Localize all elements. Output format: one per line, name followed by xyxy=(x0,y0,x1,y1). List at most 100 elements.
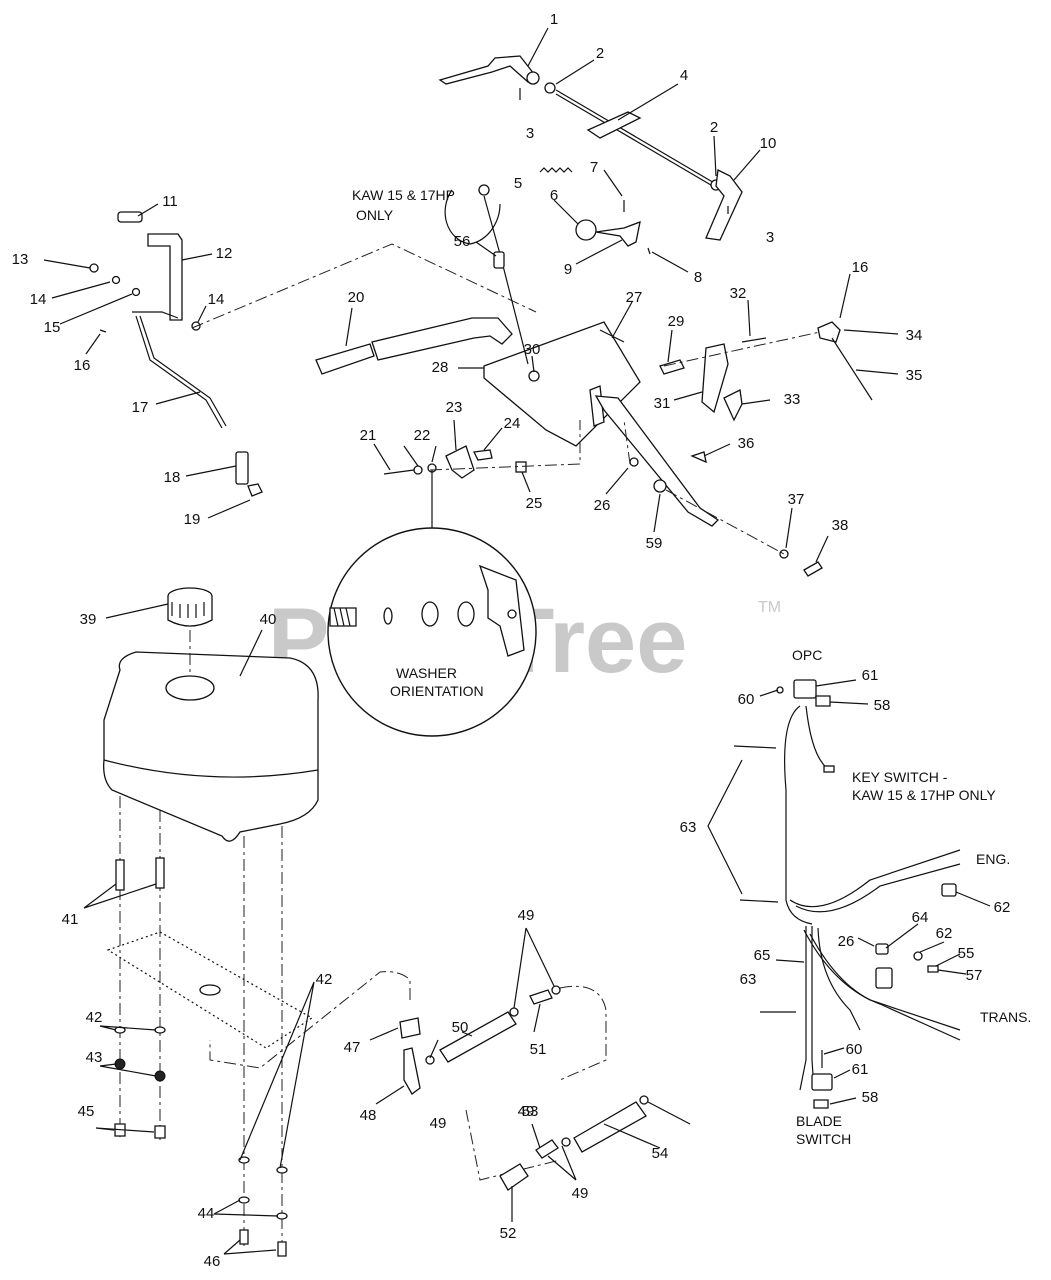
callout: 18 xyxy=(164,469,181,486)
callout: 9 xyxy=(564,261,572,278)
callout: 7 xyxy=(590,159,598,176)
leader-lines xyxy=(43,27,991,1255)
callout: 28 xyxy=(432,359,449,376)
callout: 32 xyxy=(730,285,747,302)
callout: 22 xyxy=(414,427,431,444)
callout: 63 xyxy=(740,971,757,988)
callout: 10 xyxy=(760,135,777,152)
callout: 20 xyxy=(348,289,365,306)
callout: 64 xyxy=(912,909,929,926)
callout: 23 xyxy=(446,399,463,416)
callout: 62 xyxy=(936,925,953,942)
callout: 43 xyxy=(86,1049,103,1066)
callout: 60 xyxy=(846,1041,863,1058)
blade-switch-label-1: BLADE xyxy=(796,1113,842,1129)
callout: 26 xyxy=(594,497,611,514)
callout: 56 xyxy=(454,233,471,250)
callout: 49 xyxy=(430,1115,447,1132)
opc-label: OPC xyxy=(792,647,822,663)
callout: 30 xyxy=(524,341,541,358)
callout: 46 xyxy=(204,1253,221,1270)
callout: 57 xyxy=(966,967,983,984)
callout: 1 xyxy=(550,11,558,28)
callout: 53 xyxy=(522,1103,539,1120)
fuel-tank-assembly xyxy=(103,587,319,1257)
callout: 63 xyxy=(680,819,697,836)
kaw-wire xyxy=(444,184,529,365)
callout: 38 xyxy=(832,517,849,534)
wiring-harness-assembly xyxy=(707,679,961,1109)
kaw-only-label-1: KAW 15 & 17HP xyxy=(352,187,455,203)
callout: 15 xyxy=(44,319,61,336)
callout: 17 xyxy=(132,399,149,416)
blade-switch-label-2: SWITCH xyxy=(796,1131,851,1147)
callout: 58 xyxy=(874,697,891,714)
control-lever-assembly xyxy=(191,243,873,577)
callout: 21 xyxy=(360,427,377,444)
callout: 4 xyxy=(680,67,688,84)
callout: 8 xyxy=(694,269,702,286)
callout: 16 xyxy=(852,259,869,276)
callout: 36 xyxy=(738,435,755,452)
washer-orientation-detail xyxy=(327,470,537,737)
callout: 3 xyxy=(766,229,774,246)
kaw-only-label-2: ONLY xyxy=(356,207,394,223)
callout: 62 xyxy=(994,899,1011,916)
callout: 27 xyxy=(626,289,643,306)
callout: 54 xyxy=(652,1145,669,1162)
callout: 2 xyxy=(710,119,718,136)
trans-label: TRANS. xyxy=(980,1009,1031,1025)
callout: 2 xyxy=(596,45,604,62)
callout: 49 xyxy=(518,1103,535,1120)
callout: 44 xyxy=(198,1205,215,1222)
callout: 49 xyxy=(518,907,535,924)
callout: 40 xyxy=(260,611,277,628)
callout: 39 xyxy=(80,611,97,628)
callout: 48 xyxy=(360,1107,377,1124)
callout: 42 xyxy=(86,1009,103,1026)
fuel-line-assembly xyxy=(209,971,649,1191)
callout: 31 xyxy=(654,395,671,412)
callout: 35 xyxy=(906,367,923,384)
callout: 47 xyxy=(344,1039,361,1056)
callout: 59 xyxy=(646,535,663,552)
callout: 34 xyxy=(906,327,923,344)
callout: 5 xyxy=(514,175,522,192)
linkage-rod-assembly xyxy=(438,55,743,255)
callout: 16 xyxy=(74,357,91,374)
callout: 33 xyxy=(784,391,801,408)
callout: 52 xyxy=(500,1225,517,1242)
callout: 14 xyxy=(30,291,47,308)
callout: 29 xyxy=(668,313,685,330)
callout: 51 xyxy=(530,1041,547,1058)
callout: 65 xyxy=(754,947,771,964)
callout: 58 xyxy=(862,1089,879,1106)
text-labels: KAW 15 & 17HP ONLY WASHER ORIENTATION OP… xyxy=(352,187,1031,1147)
callout: 6 xyxy=(550,187,558,204)
callout: 50 xyxy=(452,1019,469,1036)
watermark-trademark: TM xyxy=(758,599,781,616)
callout: 14 xyxy=(208,291,225,308)
part-callouts: 1 2 3 4 2 10 3 5 6 7 8 9 11 12 13 14 14 … xyxy=(12,11,1011,1270)
callout: 42 xyxy=(316,971,333,988)
callout: 24 xyxy=(504,415,521,432)
callout: 11 xyxy=(162,193,178,210)
eng-label: ENG. xyxy=(976,851,1010,867)
callout: 3 xyxy=(526,125,534,142)
callout: 19 xyxy=(184,511,201,528)
brake-pedal-assembly xyxy=(89,211,263,497)
callout: 61 xyxy=(862,667,879,684)
callout: 25 xyxy=(526,495,543,512)
keyswitch-label-1: KEY SWITCH - xyxy=(852,769,948,785)
callout: 55 xyxy=(958,945,975,962)
callout: 26 xyxy=(838,933,855,950)
callout: 49 xyxy=(572,1185,589,1202)
callout: 60 xyxy=(738,691,755,708)
callout: 37 xyxy=(788,491,805,508)
callout: 61 xyxy=(852,1061,869,1078)
callout: 13 xyxy=(12,251,29,268)
callout: 45 xyxy=(78,1103,95,1120)
callout: 12 xyxy=(216,245,233,262)
keyswitch-label-2: KAW 15 & 17HP ONLY xyxy=(852,787,996,803)
